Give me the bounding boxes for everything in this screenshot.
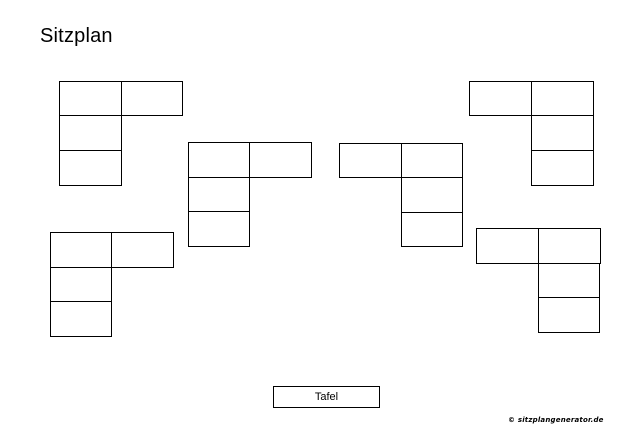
seat[interactable] — [188, 142, 250, 178]
seat[interactable] — [401, 177, 463, 213]
seat[interactable] — [538, 263, 600, 298]
seat[interactable] — [59, 81, 122, 116]
seat[interactable] — [531, 81, 594, 116]
seat[interactable] — [188, 177, 250, 212]
seat[interactable] — [59, 150, 122, 186]
seat[interactable] — [111, 232, 174, 268]
seat[interactable] — [50, 232, 112, 268]
seat[interactable] — [538, 297, 600, 333]
seat[interactable] — [531, 150, 594, 186]
credit-text: © sitzplangenerator.de — [508, 416, 604, 424]
board-tafel: Tafel — [273, 386, 380, 408]
seat[interactable] — [401, 143, 463, 178]
page-title: Sitzplan — [40, 25, 113, 47]
seat[interactable] — [531, 115, 594, 151]
seat[interactable] — [469, 81, 532, 116]
seat[interactable] — [59, 115, 122, 151]
seat[interactable] — [339, 143, 402, 178]
seat[interactable] — [188, 211, 250, 247]
seat[interactable] — [249, 142, 312, 178]
seat[interactable] — [538, 228, 601, 264]
seat[interactable] — [401, 212, 463, 247]
seat[interactable] — [121, 81, 183, 116]
board-label: Tafel — [314, 391, 339, 403]
seat[interactable] — [476, 228, 539, 264]
seat[interactable] — [50, 267, 112, 302]
seat[interactable] — [50, 301, 112, 337]
